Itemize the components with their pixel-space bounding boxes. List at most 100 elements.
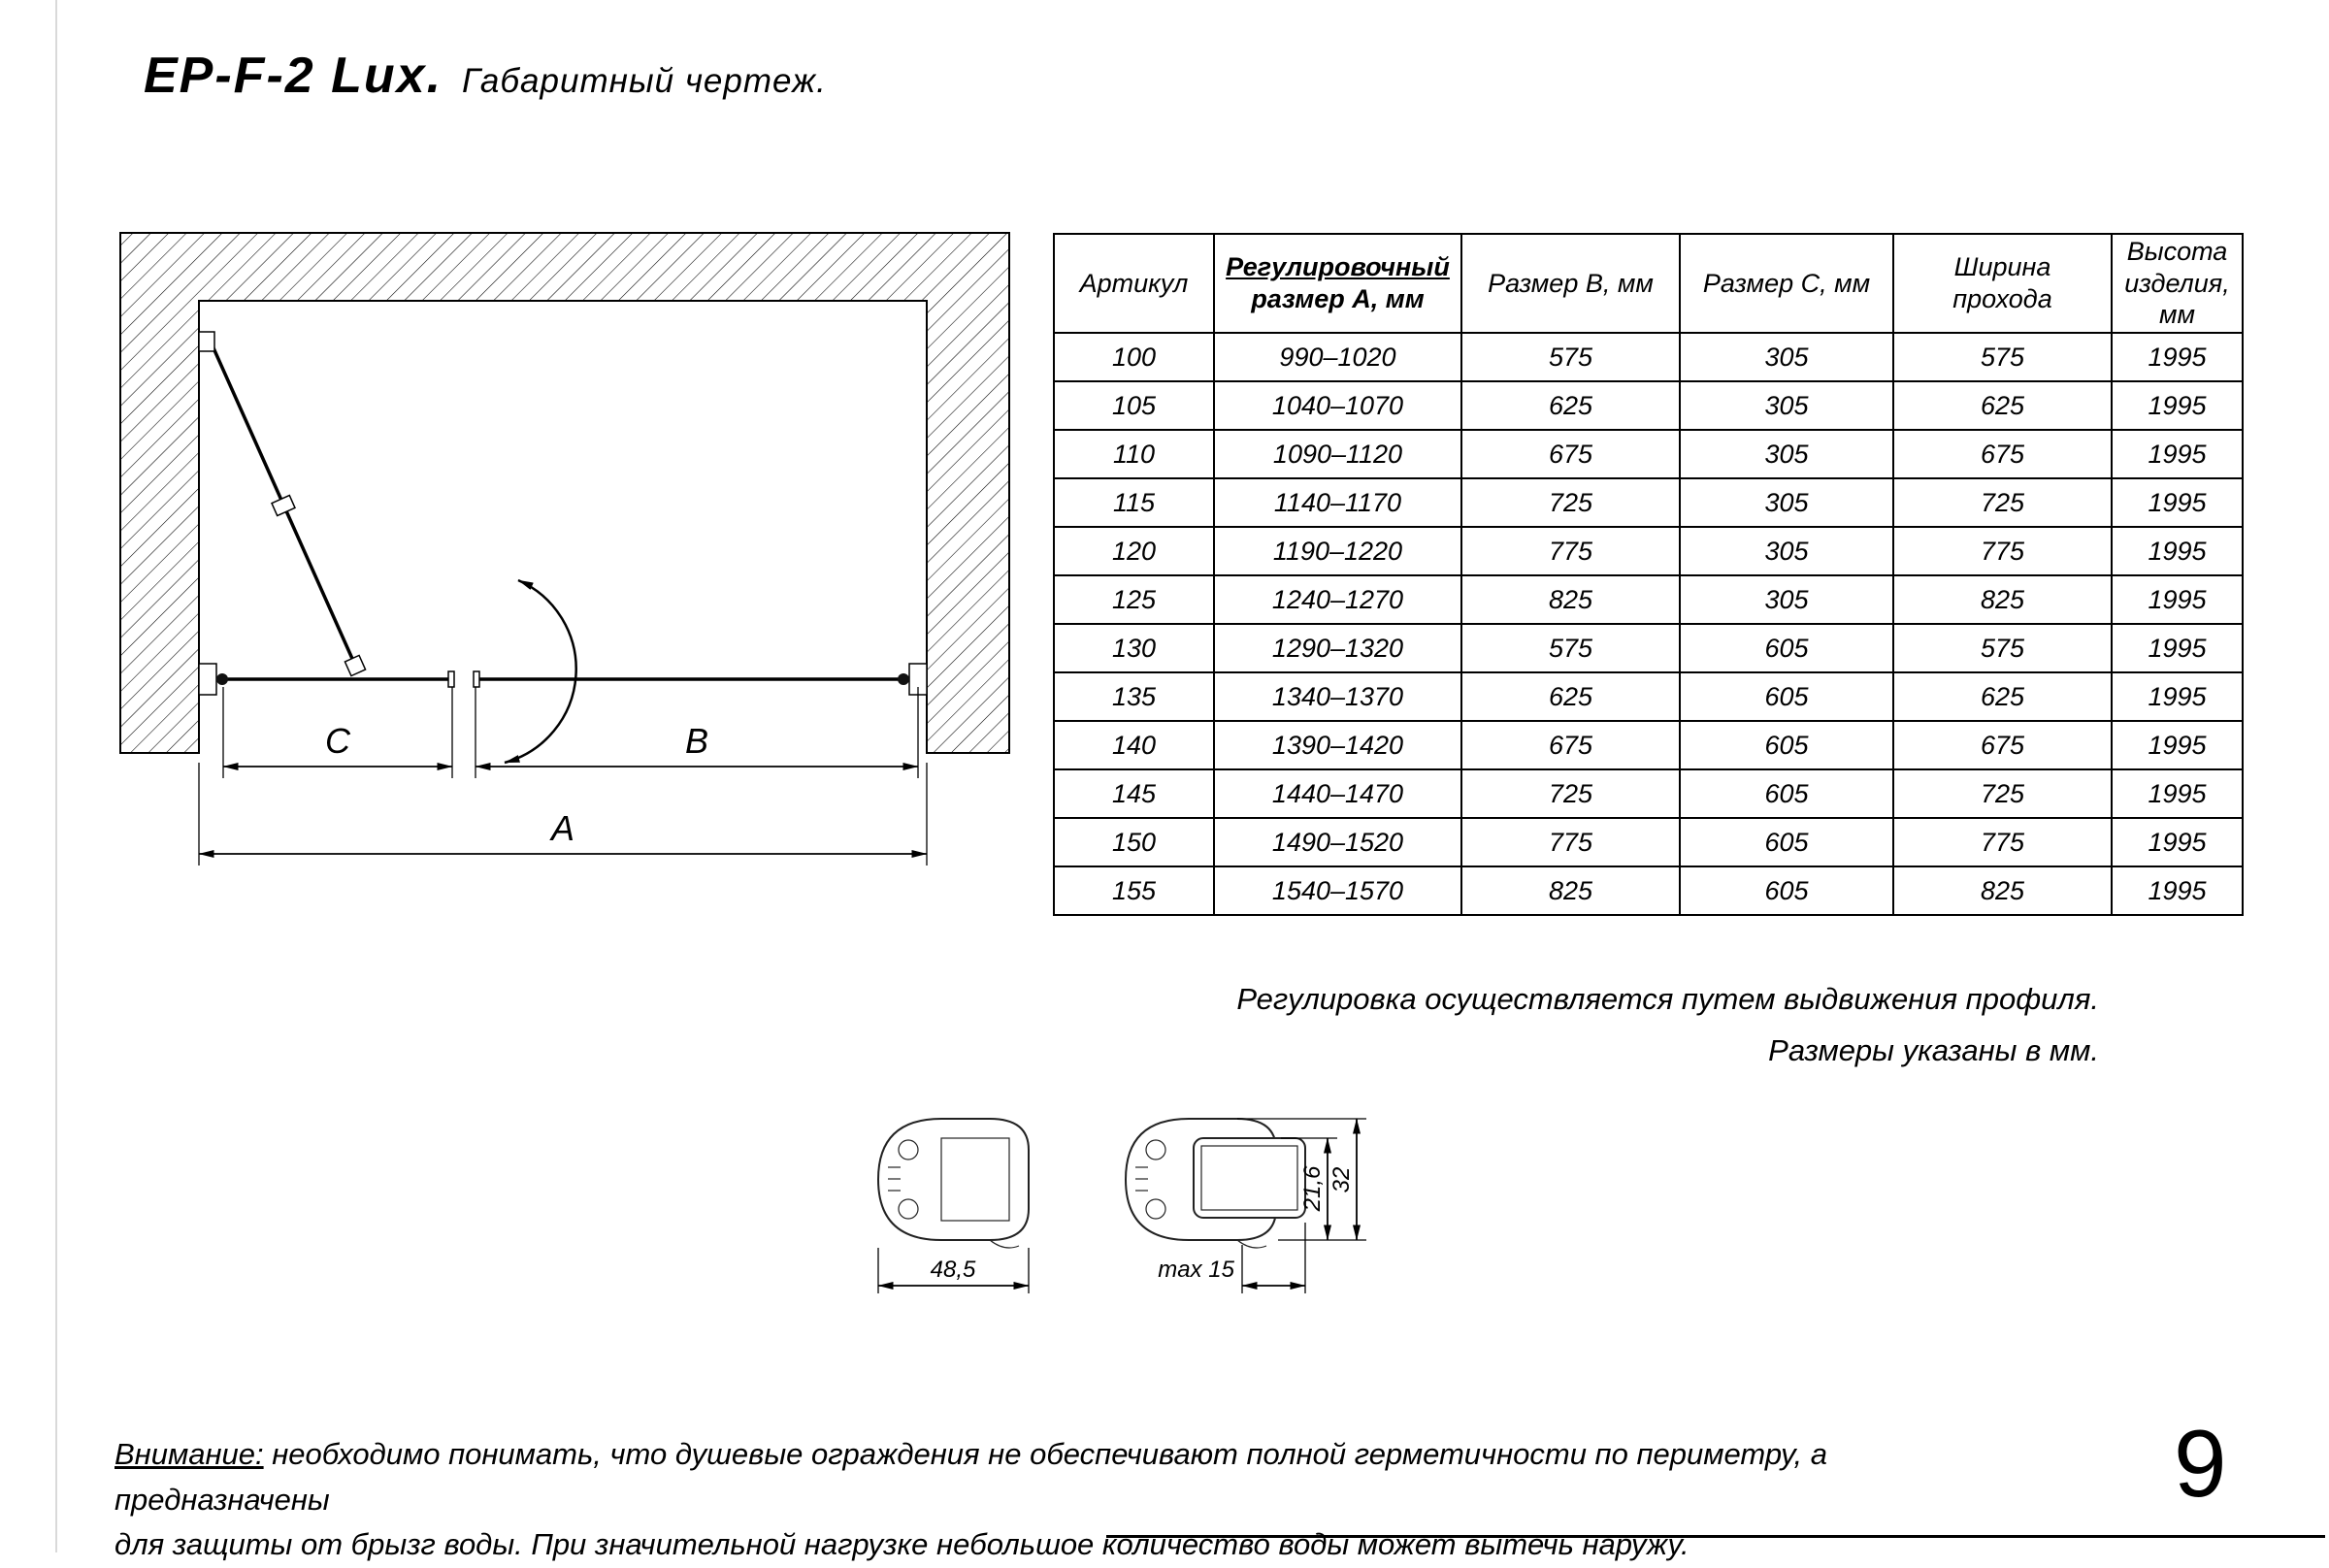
table-cell: 305 — [1679, 332, 1894, 382]
table-cell: 1995 — [2111, 671, 2244, 722]
table-cell: 825 — [1460, 866, 1681, 916]
table-cell: 775 — [1460, 817, 1681, 867]
fold-hinge — [271, 494, 296, 517]
wall-bracket-top — [198, 331, 215, 352]
table-cell: 1995 — [2111, 380, 2244, 431]
table-cell: 1540–1570 — [1213, 866, 1462, 916]
table-cell: 305 — [1679, 380, 1894, 431]
table-cell: 675 — [1892, 429, 2113, 479]
table-cell: 575 — [1460, 332, 1681, 382]
table-cell: 990–1020 — [1213, 332, 1462, 382]
table-cell: 775 — [1892, 817, 2113, 867]
enclosure-plan-drawing: C B A — [119, 232, 1010, 866]
table-cell: 1995 — [2111, 768, 2244, 819]
table-cell: 1995 — [2111, 720, 2244, 770]
table-cell: 605 — [1679, 817, 1894, 867]
warning-label: Внимание: — [115, 1437, 264, 1471]
table-cell: 1995 — [2111, 477, 2244, 528]
table-cell: 155 — [1053, 866, 1215, 916]
table-cell: 1140–1170 — [1213, 477, 1462, 528]
table-cell: 625 — [1460, 671, 1681, 722]
table-cell: 575 — [1892, 332, 2113, 382]
model-name: EP-F-2 Lux. — [144, 48, 443, 104]
table-cell: 675 — [1892, 720, 2113, 770]
table-cell: 575 — [1460, 623, 1681, 673]
drawing-type-label: Габаритный чертеж. — [462, 62, 827, 100]
page-edge-line — [55, 0, 57, 1552]
spec-table: Артикул Регулировочный размер А, мм Разм… — [1053, 233, 2244, 916]
dim-label-b: B — [685, 721, 708, 761]
table-cell: 605 — [1679, 720, 1894, 770]
page-title: EP-F-2 Lux. Габаритный чертеж. — [144, 47, 827, 105]
dim-profile-extension: max 15 — [1158, 1257, 1234, 1283]
profile-cross-sections: 48,5 max 15 21,6 32 — [876, 1118, 1366, 1293]
table-cell: 1995 — [2111, 866, 2244, 916]
table-cell: 725 — [1892, 768, 2113, 819]
note-adjustment: Регулировка осуществляется путем выдвиже… — [1236, 982, 2099, 1016]
table-cell: 605 — [1679, 768, 1894, 819]
table-cell: 775 — [1460, 526, 1681, 576]
table-cell: 1995 — [2111, 574, 2244, 625]
warning-line-1: Внимание: необходимо понимать, что душев… — [115, 1432, 2046, 1522]
table-cell: 110 — [1053, 429, 1215, 479]
gap-edge-left — [447, 670, 455, 688]
table-cell: 1490–1520 — [1213, 817, 1462, 867]
table-cell: 100 — [1053, 332, 1215, 382]
table-cell: 140 — [1053, 720, 1215, 770]
table-cell: 305 — [1679, 574, 1894, 625]
table-cell: 625 — [1892, 380, 2113, 431]
table-cell: 725 — [1460, 768, 1681, 819]
table-cell: 120 — [1053, 526, 1215, 576]
column-header-passage-width: Ширина прохода — [1892, 233, 2113, 334]
table-cell: 130 — [1053, 623, 1215, 673]
column-header-size-c: Размер С, мм — [1679, 233, 1894, 334]
table-cell: 675 — [1460, 720, 1681, 770]
table-cell: 145 — [1053, 768, 1215, 819]
wall-hatch — [119, 232, 1010, 754]
table-cell: 1340–1370 — [1213, 671, 1462, 722]
note-units: Размеры указаны в мм. — [1768, 1033, 2099, 1067]
dim-label-c: C — [325, 721, 351, 761]
table-cell: 675 — [1460, 429, 1681, 479]
warning-line-2: для защиты от брызг воды. При значительн… — [115, 1527, 1689, 1561]
table-cell: 1290–1320 — [1213, 623, 1462, 673]
table-cell: 605 — [1679, 623, 1894, 673]
clamp-left — [216, 673, 228, 685]
column-header-size-b: Размер В, мм — [1460, 233, 1681, 334]
dim-profile-height-total: 32 — [1329, 1167, 1355, 1193]
column-header-article: Артикул — [1053, 233, 1215, 334]
table-cell: 825 — [1460, 574, 1681, 625]
door-pivot-fitting — [344, 654, 367, 677]
column-header-size-a: Регулировочный размер А, мм — [1213, 233, 1462, 334]
wall-profile-left — [198, 663, 217, 696]
table-cell: 825 — [1892, 866, 2113, 916]
clamp-right — [898, 673, 909, 685]
table-cell: 725 — [1460, 477, 1681, 528]
table-cell: 575 — [1892, 623, 2113, 673]
spec-table-container: Артикул Регулировочный размер А, мм Разм… — [1053, 233, 2244, 916]
table-cell: 605 — [1679, 866, 1894, 916]
table-cell: 1440–1470 — [1213, 768, 1462, 819]
warning-text-1: необходимо понимать, что душевые огражде… — [115, 1437, 1827, 1517]
dim-label-a: A — [549, 808, 574, 848]
warning-note: Внимание: необходимо понимать, что душев… — [115, 1432, 2046, 1568]
table-cell: 625 — [1892, 671, 2113, 722]
profile-section-extended: max 15 21,6 32 — [1124, 1118, 1366, 1293]
table-cell: 1995 — [2111, 429, 2244, 479]
bottom-border-line — [1106, 1535, 2325, 1538]
table-cell: 1090–1120 — [1213, 429, 1462, 479]
dim-profile-height-inner: 21,6 — [1299, 1165, 1326, 1212]
table-cell: 105 — [1053, 380, 1215, 431]
table-cell: 725 — [1892, 477, 2113, 528]
